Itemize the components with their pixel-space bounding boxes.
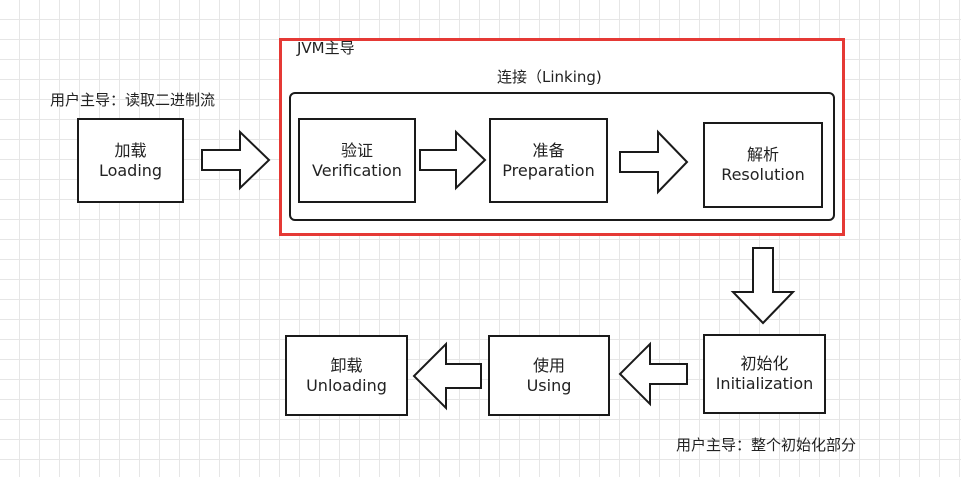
stage-resolution-cn: 解析 — [746, 145, 779, 164]
arrow-right-icon — [419, 129, 487, 191]
arrow-right-icon — [619, 129, 689, 195]
stage-verification-cn: 验证 — [340, 140, 373, 160]
stage-initialization-en: Initialization — [715, 374, 814, 393]
stage-resolution-en: Resolution — [721, 165, 805, 184]
stage-unloading-cn: 卸载 — [330, 355, 363, 375]
stage-preparation-box: 准备 Preparation — [489, 118, 608, 203]
stage-unloading-en: Unloading — [306, 375, 387, 395]
user-lead-load-note: 用户主导：读取二进制流 — [50, 91, 216, 109]
arrow-down-icon — [730, 247, 796, 325]
stage-unloading-box: 卸载 Unloading — [285, 335, 408, 416]
user-lead-init-note: 用户主导：整个初始化部分 — [676, 436, 857, 454]
arrow-left-icon — [412, 341, 482, 411]
jvm-lead-label: JVM主导 — [297, 39, 355, 57]
stage-initialization-cn: 初始化 — [740, 354, 789, 373]
stage-verification-en: Verification — [312, 160, 402, 180]
arrow-right-icon — [201, 129, 271, 191]
stage-loading-en: Loading — [98, 160, 163, 180]
linking-label: 连接（Linking) — [497, 68, 602, 86]
stage-loading-cn: 加载 — [114, 140, 147, 160]
stage-using-cn: 使用 — [532, 355, 565, 375]
arrow-left-icon — [618, 341, 688, 407]
stage-loading-box: 加载 Loading — [77, 118, 184, 203]
stage-preparation-cn: 准备 — [532, 140, 565, 160]
stage-initialization-box: 初始化 Initialization — [703, 334, 826, 414]
stage-using-en: Using — [526, 375, 572, 395]
stage-verification-box: 验证 Verification — [298, 118, 416, 203]
stage-preparation-en: Preparation — [502, 160, 595, 180]
stage-using-box: 使用 Using — [488, 335, 610, 416]
stage-resolution-box: 解析 Resolution — [703, 122, 823, 208]
